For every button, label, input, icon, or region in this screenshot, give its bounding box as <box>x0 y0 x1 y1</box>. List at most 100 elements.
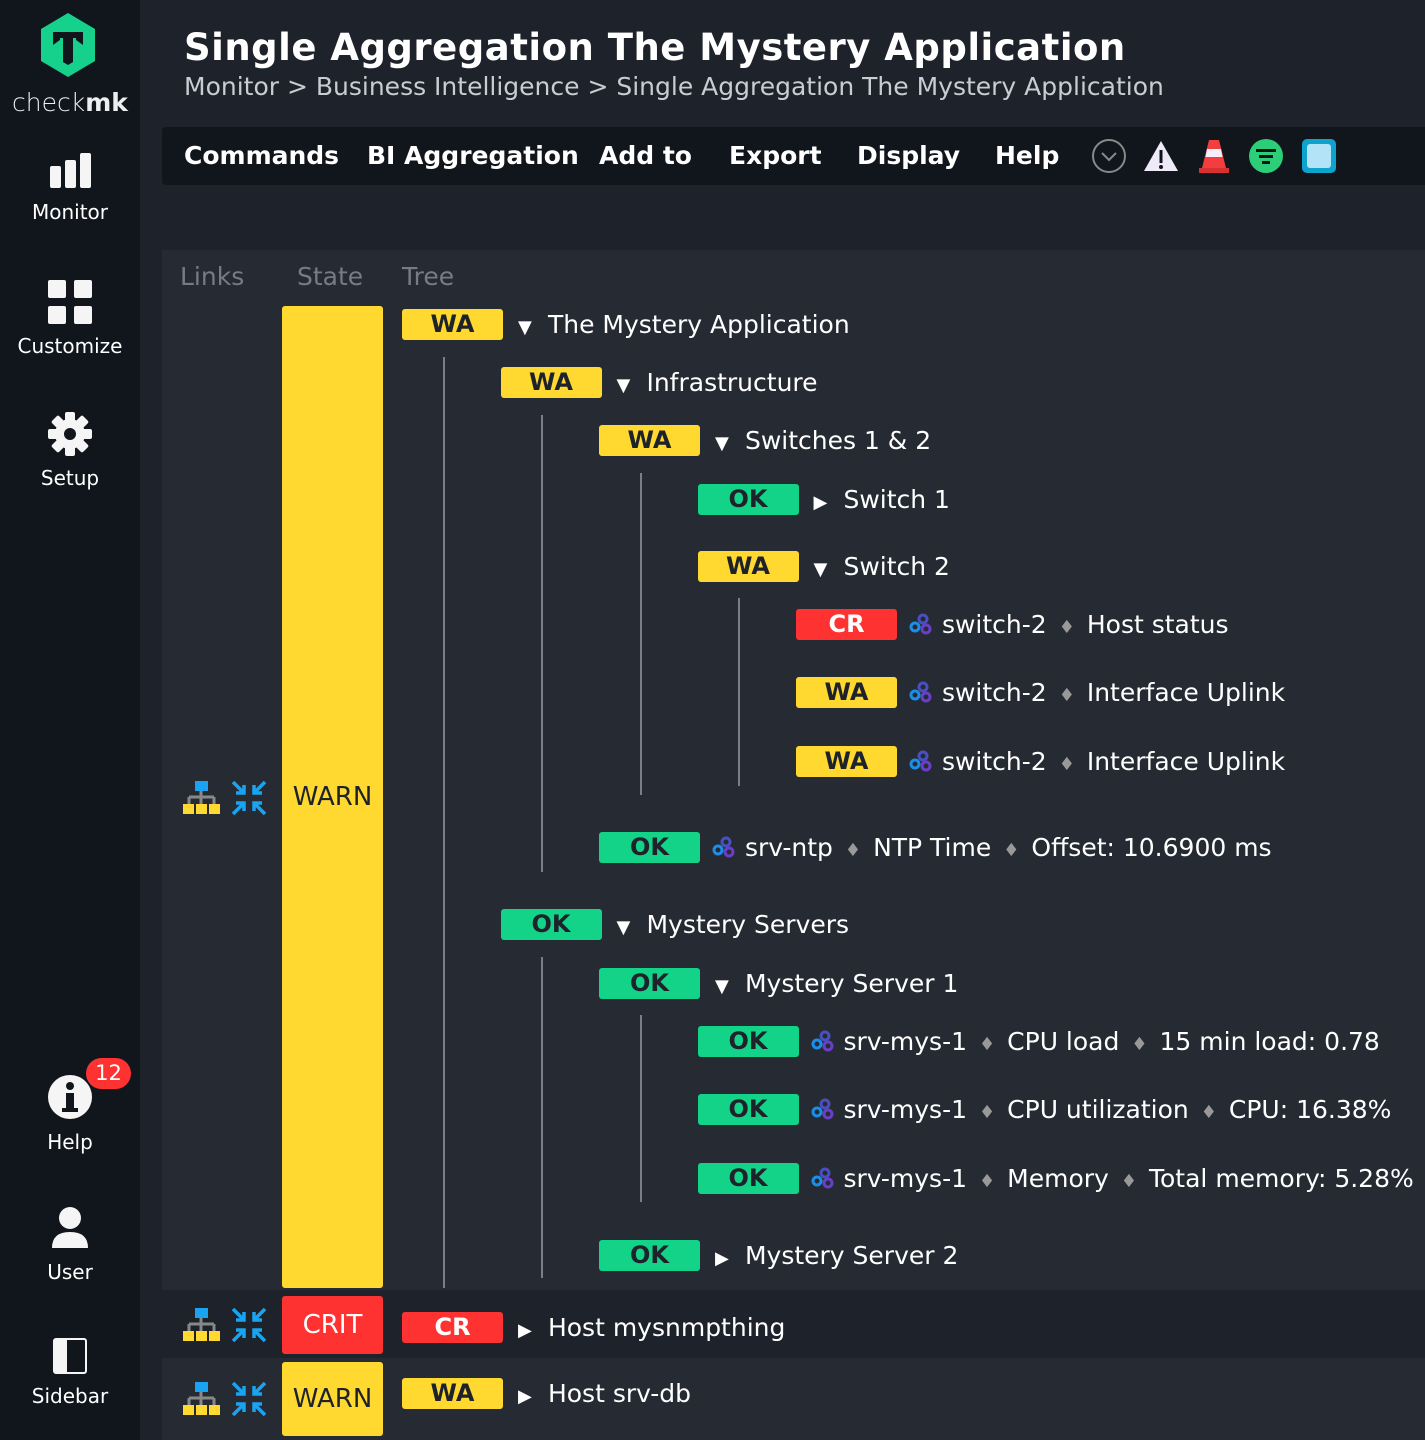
node-label[interactable]: Switch 1 <box>843 485 950 514</box>
node-label[interactable]: The Mystery Application <box>547 310 850 339</box>
host-name[interactable]: srv-mys-1 <box>843 1095 968 1124</box>
tree-node[interactable]: ▶ Mystery Server 2 <box>715 1240 958 1274</box>
checkmk-logo-icon[interactable] <box>40 12 96 78</box>
grid-icon <box>48 280 92 324</box>
triangle-right-icon[interactable]: ▶ <box>518 1386 532 1407</box>
triangle-right-icon[interactable]: ▶ <box>715 1248 729 1269</box>
service-name[interactable]: Host status <box>1086 610 1229 639</box>
triangle-down-icon[interactable]: ▼ <box>518 317 532 338</box>
links-cell <box>183 1381 267 1421</box>
tree-node[interactable]: ▶ Switch 1 <box>814 484 950 518</box>
triangle-right-icon[interactable]: ▶ <box>518 1320 532 1341</box>
menu-display[interactable]: Display <box>857 141 961 170</box>
host-name[interactable]: switch-2 <box>941 678 1047 707</box>
breadcrumb[interactable]: Monitor > Business Intelligence > Single… <box>184 72 1164 101</box>
node-label[interactable]: Mystery Server 1 <box>744 969 959 998</box>
tree-node[interactable]: ▼ Switches 1 & 2 <box>715 425 931 459</box>
service-name[interactable]: Memory <box>1007 1164 1109 1193</box>
service-icon[interactable] <box>908 612 934 636</box>
nav-label: Setup <box>40 466 100 490</box>
nav-setup[interactable]: Setup <box>0 412 140 490</box>
col-links: Links <box>180 262 245 291</box>
service-name[interactable]: CPU load <box>1007 1027 1120 1056</box>
triangle-down-icon[interactable]: ▼ <box>616 375 631 396</box>
warning-icon[interactable] <box>1143 139 1179 173</box>
menu-commands[interactable]: Commands <box>184 141 340 170</box>
triangle-down-icon[interactable]: ▼ <box>813 559 828 580</box>
menu-bar: Commands BI Aggregation Add to Export Di… <box>162 127 1425 185</box>
tree-node[interactable]: ▼ Mystery Servers <box>617 909 850 943</box>
host-name[interactable]: srv-mys-1 <box>843 1164 968 1193</box>
node-label[interactable]: Infrastructure <box>646 368 818 397</box>
triangle-right-icon[interactable]: ▶ <box>813 492 828 513</box>
collapse-icon[interactable] <box>231 1381 267 1417</box>
service-name[interactable]: Interface Uplink <box>1086 747 1286 776</box>
service-name[interactable]: NTP Time <box>873 833 992 862</box>
nav-sidebar[interactable]: Sidebar <box>0 1338 140 1408</box>
nav-label: Help <box>47 1130 93 1154</box>
service-icon[interactable] <box>810 1166 836 1190</box>
user-icon <box>52 1207 88 1248</box>
nav-monitor[interactable]: Monitor <box>0 152 140 224</box>
tree-node[interactable]: ▶ Host srv-db <box>518 1378 691 1412</box>
node-state-badge: WA <box>796 677 897 708</box>
links-cell <box>183 1307 267 1347</box>
bi-tree-icon[interactable] <box>183 780 221 816</box>
host-name[interactable]: srv-mys-1 <box>843 1027 968 1056</box>
traffic-cone-icon[interactable] <box>1198 138 1230 174</box>
col-state: State <box>297 262 364 291</box>
triangle-down-icon[interactable]: ▼ <box>616 917 631 938</box>
node-state-badge: OK <box>599 1240 700 1271</box>
tree-node[interactable]: ▶ Host mysnmpthing <box>518 1312 785 1346</box>
nav-label: Monitor <box>31 200 109 224</box>
node-state-badge: CR <box>402 1312 503 1343</box>
bi-tree-icon[interactable] <box>183 1381 221 1417</box>
separator-icon: ♦ <box>1200 1102 1217 1123</box>
tree-node[interactable]: ▼ Infrastructure <box>617 367 818 401</box>
separator-icon: ♦ <box>1131 1034 1148 1055</box>
triangle-down-icon[interactable]: ▼ <box>715 433 729 454</box>
node-label[interactable]: Host srv-db <box>547 1379 692 1408</box>
node-label[interactable]: Switches 1 & 2 <box>744 426 932 455</box>
menu-help[interactable]: Help <box>995 141 1060 170</box>
tree-leaf: srv-ntp♦NTP Time♦Offset: 10.6900 ms <box>711 832 1272 866</box>
menu-export[interactable]: Export <box>729 141 822 170</box>
node-label[interactable]: Switch 2 <box>843 552 950 581</box>
sidebar: checkmk Monitor Customize Setup Help 12 … <box>0 0 140 1440</box>
service-icon[interactable] <box>810 1029 836 1053</box>
host-name[interactable]: srv-ntp <box>744 833 833 862</box>
square-icon[interactable] <box>1301 138 1337 174</box>
tree-leaf: switch-2 ♦ Host status <box>908 609 1229 643</box>
service-icon[interactable] <box>711 835 737 859</box>
bi-tree-icon[interactable] <box>183 1307 221 1343</box>
info-icon <box>48 1075 92 1119</box>
collapse-icon[interactable] <box>231 1307 267 1343</box>
tree-leaf: srv-mys-1♦CPU utilization♦CPU: 16.38% <box>810 1094 1391 1128</box>
menu-add-to[interactable]: Add to <box>599 141 692 170</box>
node-label[interactable]: Mystery Server 2 <box>744 1241 959 1270</box>
node-state-badge: OK <box>599 968 700 999</box>
nav-customize[interactable]: Customize <box>0 280 140 358</box>
node-label[interactable]: Mystery Servers <box>646 910 850 939</box>
collapse-icon[interactable] <box>231 780 267 816</box>
node-label[interactable]: Host mysnmpthing <box>547 1313 786 1342</box>
service-icon[interactable] <box>810 1097 836 1121</box>
triangle-down-icon[interactable]: ▼ <box>715 976 729 997</box>
service-icon[interactable] <box>908 749 934 773</box>
filter-icon[interactable] <box>1248 138 1284 174</box>
tree-node[interactable]: ▼ Mystery Server 1 <box>715 968 958 1002</box>
service-name[interactable]: CPU utilization <box>1007 1095 1189 1124</box>
nav-help[interactable]: Help <box>0 1074 140 1154</box>
menu-bi-aggregation[interactable]: BI Aggregation <box>367 141 579 170</box>
service-name[interactable]: Interface Uplink <box>1086 678 1286 707</box>
host-name[interactable]: switch-2 <box>941 610 1047 639</box>
separator-icon: ♦ <box>844 840 862 861</box>
chevron-down-circle-icon[interactable] <box>1091 138 1127 174</box>
tree-node[interactable]: ▼ Switch 2 <box>814 551 950 585</box>
host-name[interactable]: switch-2 <box>941 747 1047 776</box>
tree-node[interactable]: ▼ The Mystery Application <box>518 309 850 343</box>
separator-icon: ♦ <box>1058 617 1075 638</box>
nav-user[interactable]: User <box>0 1206 140 1284</box>
state-badge: WARN <box>282 306 383 1288</box>
service-icon[interactable] <box>908 680 934 704</box>
